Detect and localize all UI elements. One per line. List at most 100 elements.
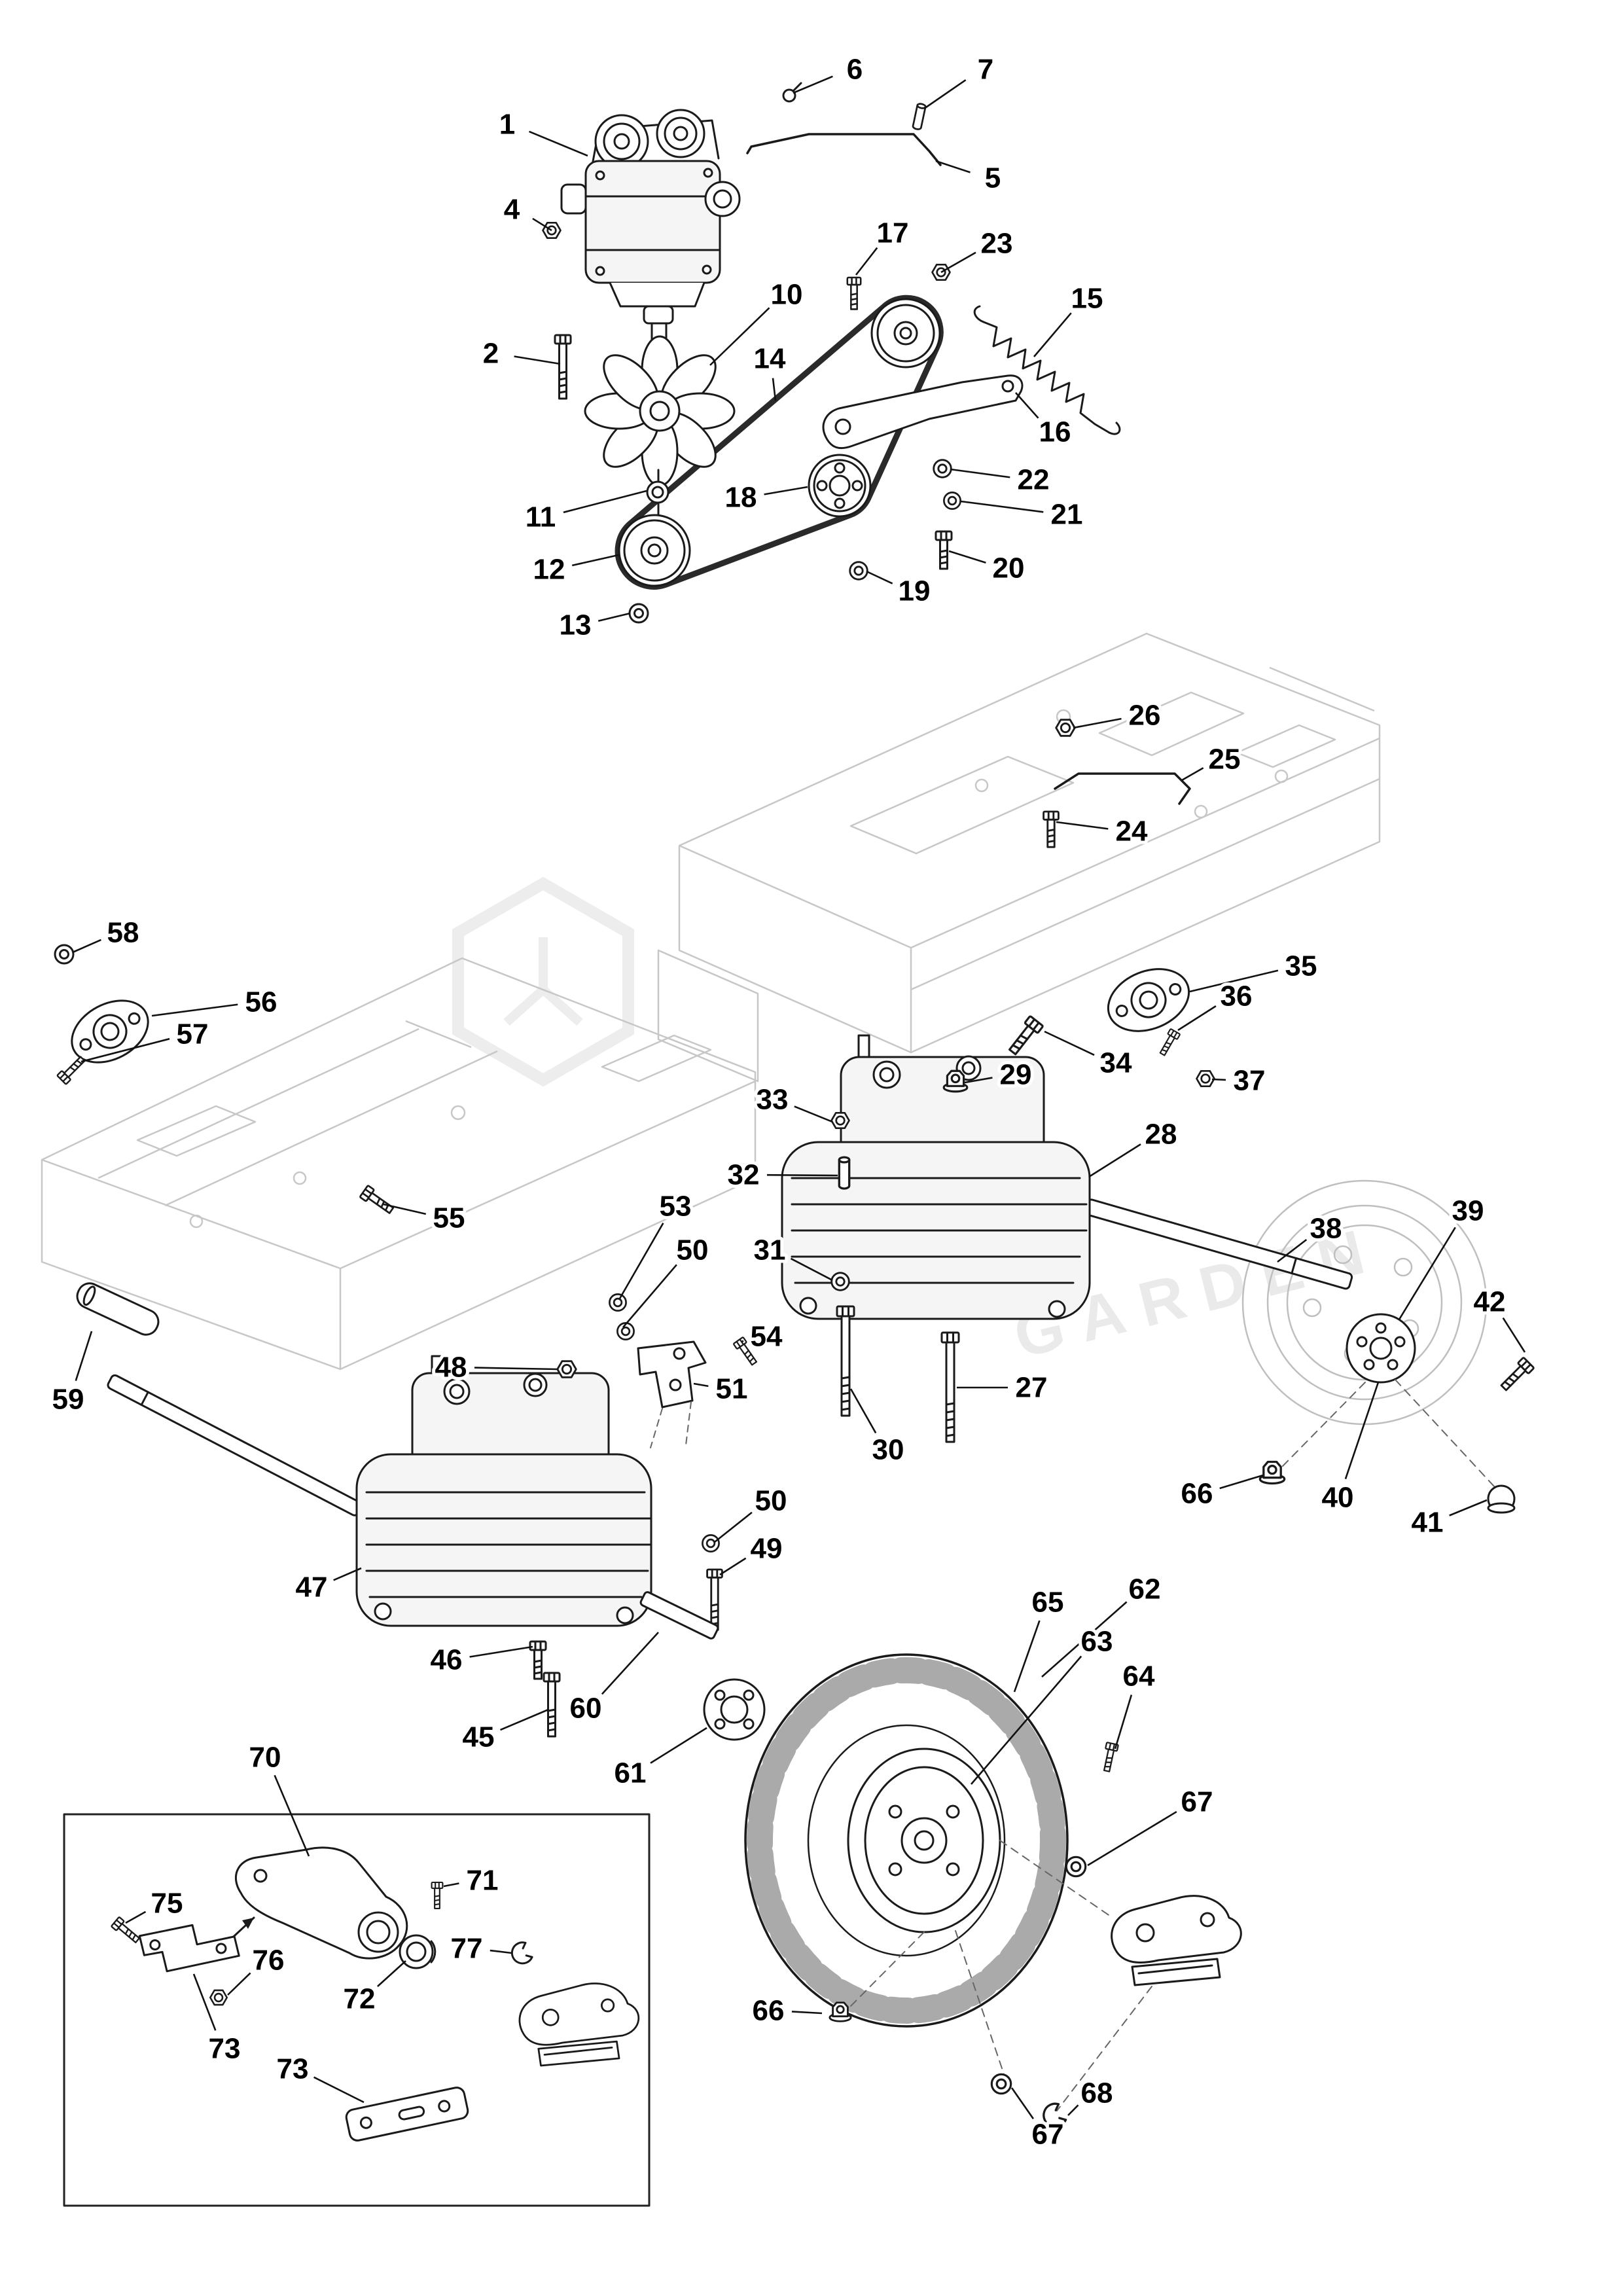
- nut-part-37: [1196, 1069, 1215, 1088]
- leader-line-7-2: [923, 79, 967, 110]
- wheel-hub-part-61: [703, 1678, 766, 1741]
- leader-line-73-70: [313, 2076, 365, 2104]
- leader-line-10-7: [709, 307, 770, 366]
- nut-part-66: [1258, 1460, 1286, 1485]
- brake-caliper-right: [1111, 1895, 1242, 1986]
- leader-line-42-40: [1502, 1317, 1526, 1353]
- bolt-part-17: [846, 276, 862, 310]
- callout-38: 38: [1310, 1213, 1342, 1245]
- screw-part-71: [431, 1881, 444, 1909]
- washer-part-58: [54, 944, 75, 965]
- callout-28: 28: [1145, 1119, 1177, 1151]
- callout-26: 26: [1129, 700, 1161, 732]
- bolt-part-34: [1005, 1014, 1044, 1058]
- screw-part-75: [110, 1916, 143, 1946]
- leader-line-56-24: [151, 1003, 238, 1017]
- callout-4: 4: [504, 194, 520, 226]
- leader-line-22-12: [950, 468, 1010, 478]
- bolt-part-55: [359, 1184, 397, 1217]
- leader-line-18-13: [764, 486, 808, 495]
- brake-rod-part-5: [746, 133, 942, 166]
- leader-line-61-60: [650, 1727, 707, 1764]
- wheel-hub-part-39: [1346, 1313, 1416, 1384]
- callout-10: 10: [771, 279, 803, 311]
- leader-line-33-31: [794, 1105, 833, 1123]
- washer-part-67a: [1065, 1856, 1087, 1878]
- leader-line-1-0: [529, 130, 588, 157]
- callout-75: 75: [151, 1888, 183, 1920]
- leader-line-51-43: [693, 1382, 709, 1388]
- callout-1: 1: [499, 109, 515, 141]
- leader-line-4-4: [532, 217, 552, 232]
- callout-70: 70: [249, 1742, 281, 1774]
- callout-17: 17: [877, 217, 909, 249]
- clip-part-6: [782, 82, 802, 103]
- callout-56: 56: [245, 986, 277, 1018]
- wheel-dashed-guides: [850, 1840, 1152, 2111]
- bolt-part-49: [706, 1568, 723, 1631]
- callout-64: 64: [1123, 1660, 1155, 1693]
- leader-line-54-41: [741, 1340, 744, 1342]
- bracket-part-73a: [138, 1924, 240, 1973]
- callout-68: 68: [1081, 2077, 1113, 2109]
- leader-line-38-37: [1277, 1238, 1308, 1263]
- leader-line-16-11: [1015, 392, 1039, 419]
- leader-line-53-34: [618, 1223, 664, 1299]
- left-axle-shaft: [107, 1374, 363, 1516]
- leader-line-2-9: [514, 355, 561, 365]
- callout-35: 35: [1285, 950, 1317, 982]
- leader-line-31-39: [790, 1257, 833, 1282]
- leader-line-29-28: [964, 1077, 993, 1084]
- leader-line-77-65: [490, 1949, 512, 1954]
- callout-7: 7: [978, 54, 993, 86]
- callout-31: 31: [754, 1234, 786, 1266]
- washer-part-53: [609, 1293, 627, 1312]
- callout-77: 77: [451, 1933, 483, 1965]
- nut-part-48: [556, 1360, 577, 1378]
- washer-part-21: [943, 492, 961, 510]
- leader-line-37-30: [1211, 1078, 1226, 1081]
- callout-71: 71: [467, 1865, 499, 1897]
- callout-66: 66: [753, 1995, 785, 2027]
- leader-line-50-38: [622, 1264, 677, 1328]
- leader-line-63-56: [971, 1655, 1082, 1785]
- callout-53: 53: [660, 1191, 692, 1223]
- leader-line-47-52: [333, 1567, 362, 1581]
- bolt-part-2: [554, 334, 572, 400]
- brake-caliper-inset: [518, 1982, 640, 2067]
- callout-67: 67: [1181, 1786, 1213, 1818]
- brake-lever-part-70: [216, 1846, 408, 1960]
- callout-47: 47: [296, 1571, 328, 1604]
- leader-line-23-6: [940, 251, 976, 274]
- leader-line-17-5: [855, 247, 878, 276]
- callout-15: 15: [1071, 283, 1103, 315]
- washer-part-19: [849, 561, 868, 581]
- leader-line-76-66: [227, 1972, 251, 1996]
- bolt-part-42: [1497, 1356, 1535, 1394]
- leader-line-25-21: [1181, 767, 1204, 781]
- leader-line-24-22: [1056, 821, 1109, 830]
- callout-57: 57: [177, 1018, 209, 1050]
- hub-dashed-guide-right: [1282, 1379, 1495, 1488]
- right-transaxle-part-28: [781, 1034, 1353, 1320]
- callout-12: 12: [533, 554, 565, 586]
- bolt-part-30: [836, 1305, 855, 1417]
- callout-5: 5: [985, 162, 1001, 194]
- callout-24: 24: [1116, 816, 1148, 848]
- leader-line-34-29: [1044, 1030, 1095, 1056]
- nut-part-26: [1055, 719, 1076, 737]
- callout-25: 25: [1209, 744, 1241, 776]
- callout-32: 32: [728, 1159, 760, 1191]
- leader-line-28-32: [1088, 1143, 1141, 1178]
- callout-33: 33: [757, 1084, 789, 1116]
- bolt-part-45: [543, 1672, 561, 1738]
- callout-60: 60: [570, 1693, 602, 1725]
- nut-part-33: [830, 1111, 850, 1130]
- leader-line-64-57: [1114, 1695, 1133, 1749]
- leader-line-12-16: [571, 554, 619, 567]
- callout-65: 65: [1032, 1587, 1064, 1619]
- wheel-rim-part-63: [847, 1748, 1001, 1933]
- washer-part-50b: [702, 1534, 720, 1552]
- callout-61: 61: [615, 1757, 647, 1789]
